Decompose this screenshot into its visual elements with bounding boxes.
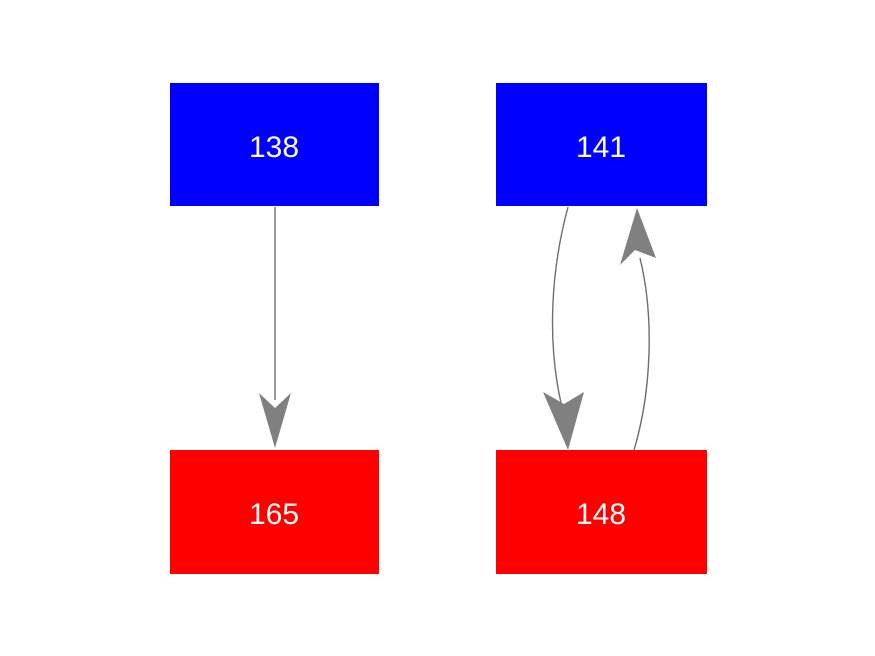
edge-141-to-148 xyxy=(543,206,584,450)
edge-line xyxy=(633,257,650,451)
node-141-box[interactable] xyxy=(496,83,707,206)
node-138-box[interactable] xyxy=(170,83,379,206)
node-148-box[interactable] xyxy=(496,450,707,574)
node-138[interactable]: 138 xyxy=(170,83,379,206)
node-148[interactable]: 148 xyxy=(496,450,707,574)
arrowhead-up-icon xyxy=(620,208,656,265)
arrowhead-down-icon xyxy=(259,393,291,448)
edge-138-to-165 xyxy=(259,207,291,448)
node-165-box[interactable] xyxy=(170,450,379,574)
arrowhead-down-icon xyxy=(543,392,584,450)
edge-148-to-141 xyxy=(620,208,656,451)
node-141[interactable]: 141 xyxy=(496,83,707,206)
edge-line xyxy=(551,206,569,404)
node-165[interactable]: 165 xyxy=(170,450,379,574)
